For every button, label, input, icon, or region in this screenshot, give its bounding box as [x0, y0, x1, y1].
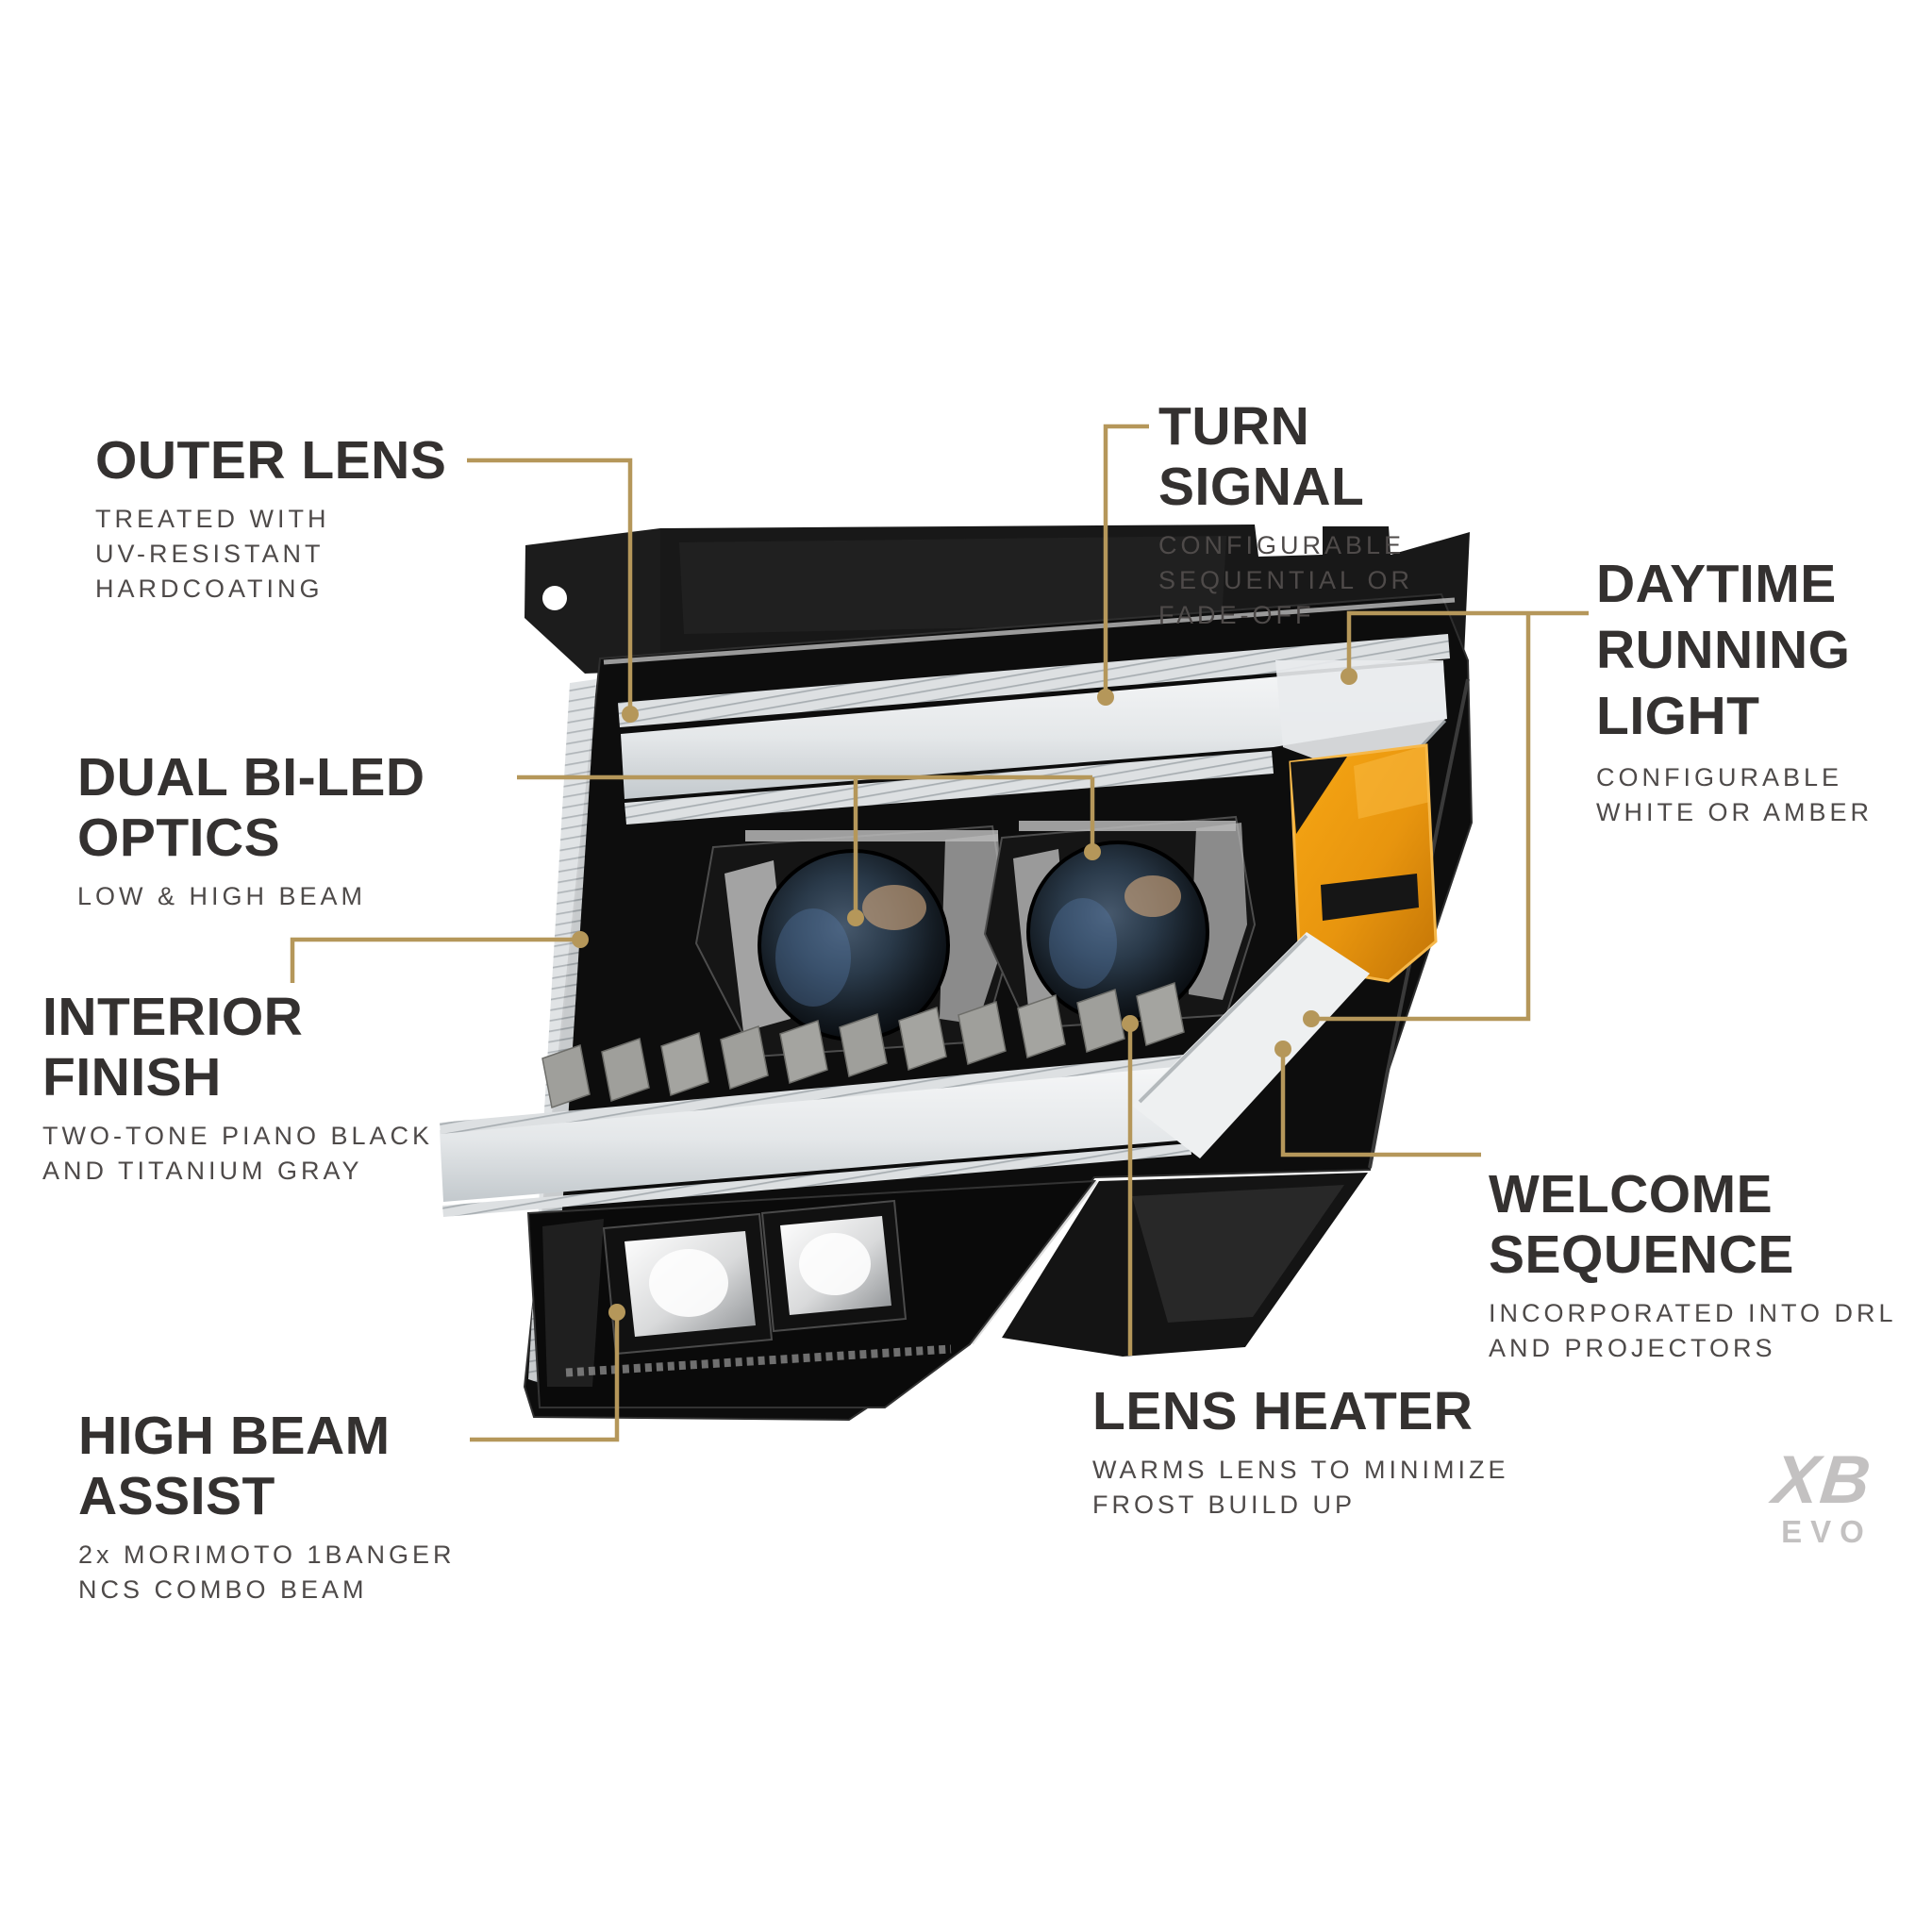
- callout-outer-lens: OUTER LENS TREATED WITH UV-RESISTANT HAR…: [95, 430, 446, 607]
- subtitle-line: LOW & HIGH BEAM: [77, 882, 367, 910]
- serial-text-strip: [565, 1344, 952, 1377]
- callout-turn-signal: TURN SIGNAL CONFIGURABLE SEQUENTIAL OR F…: [1158, 396, 1413, 633]
- projector-left: [694, 824, 1013, 1058]
- callout-welcome-sequence: WELCOME SEQUENCE INCORPORATED INTO DRL A…: [1489, 1164, 1897, 1366]
- title-line: ASSIST: [78, 1466, 275, 1526]
- subtitle-line: TREATED WITH: [95, 505, 330, 533]
- callout-subtitle: WARMS LENS TO MINIMIZE FROST BUILD UP: [1092, 1453, 1509, 1523]
- subtitle-line: WHITE OR AMBER: [1596, 798, 1874, 826]
- callout-dual-bi-led-optics: DUAL BI-LED OPTICS LOW & HIGH BEAM: [77, 747, 425, 914]
- title-line: OPTICS: [77, 808, 281, 868]
- projector-right: [983, 815, 1257, 1030]
- dot-lens-heater: [1122, 1015, 1139, 1032]
- callout-title: HIGH BEAM ASSIST: [78, 1406, 456, 1526]
- callout-title: INTERIOR FINISH: [42, 987, 433, 1108]
- subtitle-line: AND PROJECTORS: [1489, 1334, 1776, 1362]
- leader-high-beam-assist: [470, 1312, 620, 1442]
- subtitle-line: CONFIGURABLE: [1158, 531, 1406, 559]
- high-beam-pod-right: [760, 1199, 908, 1333]
- dot-turn-signal: [1097, 689, 1114, 706]
- leader-daytime-running-light: [1311, 610, 1589, 1022]
- lower-drl-diagonal: [1132, 932, 1370, 1158]
- leader-turn-signal: [1103, 424, 1149, 697]
- callout-daytime-running-light: DAYTIME RUNNING LIGHT CONFIGURABLE WHITE…: [1596, 551, 1873, 830]
- subtitle-line: WARMS LENS TO MINIMIZE: [1092, 1456, 1509, 1484]
- dot-drl-bottom: [1303, 1010, 1320, 1027]
- subtitle-line: HARDCOATING: [95, 575, 324, 603]
- lower-drl-bar: [440, 932, 1370, 1217]
- turn-signal-reflector: [1289, 743, 1438, 983]
- callout-high-beam-assist: HIGH BEAM ASSIST 2x MORIMOTO 1BANGER NCS…: [78, 1406, 456, 1607]
- high-beam-pod-left: [602, 1212, 774, 1356]
- reflector-slot: [1321, 874, 1419, 921]
- dot-high-beam: [608, 1304, 625, 1321]
- leader-lines: [290, 424, 1589, 1442]
- callout-subtitle: INCORPORATED INTO DRL AND PROJECTORS: [1489, 1296, 1897, 1366]
- left-lens-edge: [528, 679, 596, 1387]
- title-line: LIGHT: [1596, 686, 1760, 746]
- subtitle-line: SEQUENTIAL OR: [1158, 566, 1414, 594]
- subtitle-line: NCS COMBO BEAM: [78, 1575, 368, 1604]
- dot-dual-left: [847, 909, 864, 926]
- callout-subtitle: CONFIGURABLE WHITE OR AMBER: [1596, 760, 1873, 830]
- brand-logo-xb: XB: [1769, 1442, 1876, 1518]
- title-line: HIGH BEAM: [78, 1406, 391, 1466]
- title-line: TURN: [1158, 396, 1310, 457]
- leader-dual-bi-led: [517, 774, 1095, 918]
- leader-welcome-sequence: [1280, 1049, 1481, 1158]
- dot-outer-lens: [622, 706, 639, 723]
- subtitle-line: CONFIGURABLE: [1596, 763, 1843, 791]
- dot-drl-top: [1341, 668, 1357, 685]
- high-beam-pocket: [526, 1179, 1097, 1408]
- subtitle-line: INCORPORATED INTO DRL: [1489, 1299, 1897, 1327]
- subtitle-line: AND TITANIUM GRAY: [42, 1157, 363, 1185]
- title-line: INTERIOR: [42, 987, 304, 1047]
- dot-welcome-sequence: [1274, 1041, 1291, 1058]
- callout-subtitle: TREATED WITH UV-RESISTANT HARDCOATING: [95, 502, 446, 607]
- title-line: DUAL BI-LED: [77, 747, 425, 808]
- title-line: OUTER LENS: [95, 430, 447, 491]
- callout-subtitle: TWO-TONE PIANO BLACK AND TITANIUM GRAY: [42, 1119, 433, 1189]
- leader-outer-lens: [467, 458, 633, 714]
- leader-interior-finish: [290, 937, 580, 983]
- title-line: FINISH: [42, 1047, 222, 1108]
- subtitle-line: FADE-OFF: [1158, 601, 1315, 629]
- callout-subtitle: CONFIGURABLE SEQUENTIAL OR FADE-OFF: [1158, 528, 1413, 633]
- callout-lens-heater: LENS HEATER WARMS LENS TO MINIMIZE FROST…: [1092, 1381, 1509, 1523]
- callout-title: WELCOME SEQUENCE: [1489, 1164, 1897, 1285]
- leader-dots: [572, 668, 1357, 1321]
- title-line: SIGNAL: [1158, 457, 1365, 517]
- callout-subtitle: LOW & HIGH BEAM: [77, 879, 425, 914]
- lower-right-panel: [970, 1173, 1368, 1357]
- title-line: LENS HEATER: [1092, 1381, 1474, 1441]
- heat-sink-fins: [541, 982, 1185, 1108]
- dot-dual-right: [1084, 843, 1101, 860]
- subtitle-line: 2x MORIMOTO 1BANGER: [78, 1541, 456, 1569]
- brand-logo: XB EVO: [1757, 1442, 1889, 1549]
- callout-interior-finish: INTERIOR FINISH TWO-TONE PIANO BLACK AND…: [42, 987, 433, 1189]
- callout-title: OUTER LENS: [95, 430, 446, 491]
- callout-title: DAYTIME RUNNING LIGHT: [1596, 551, 1873, 749]
- subtitle-line: FROST BUILD UP: [1092, 1491, 1357, 1519]
- callout-subtitle: 2x MORIMOTO 1BANGER NCS COMBO BEAM: [78, 1538, 456, 1607]
- subtitle-line: TWO-TONE PIANO BLACK: [42, 1122, 434, 1150]
- callout-title: LENS HEATER: [1092, 1381, 1509, 1441]
- dot-interior-finish: [572, 931, 589, 948]
- title-line: RUNNING: [1596, 620, 1851, 680]
- callout-title: TURN SIGNAL: [1158, 396, 1413, 517]
- callout-title: DUAL BI-LED OPTICS: [77, 747, 425, 868]
- subtitle-line: UV-RESISTANT: [95, 540, 325, 568]
- brand-logo-evo: EVO: [1781, 1514, 1873, 1549]
- title-line: DAYTIME: [1596, 554, 1837, 614]
- title-line: WELCOME: [1489, 1164, 1774, 1224]
- title-line: SEQUENCE: [1489, 1224, 1794, 1285]
- bracket-hole: [542, 586, 567, 610]
